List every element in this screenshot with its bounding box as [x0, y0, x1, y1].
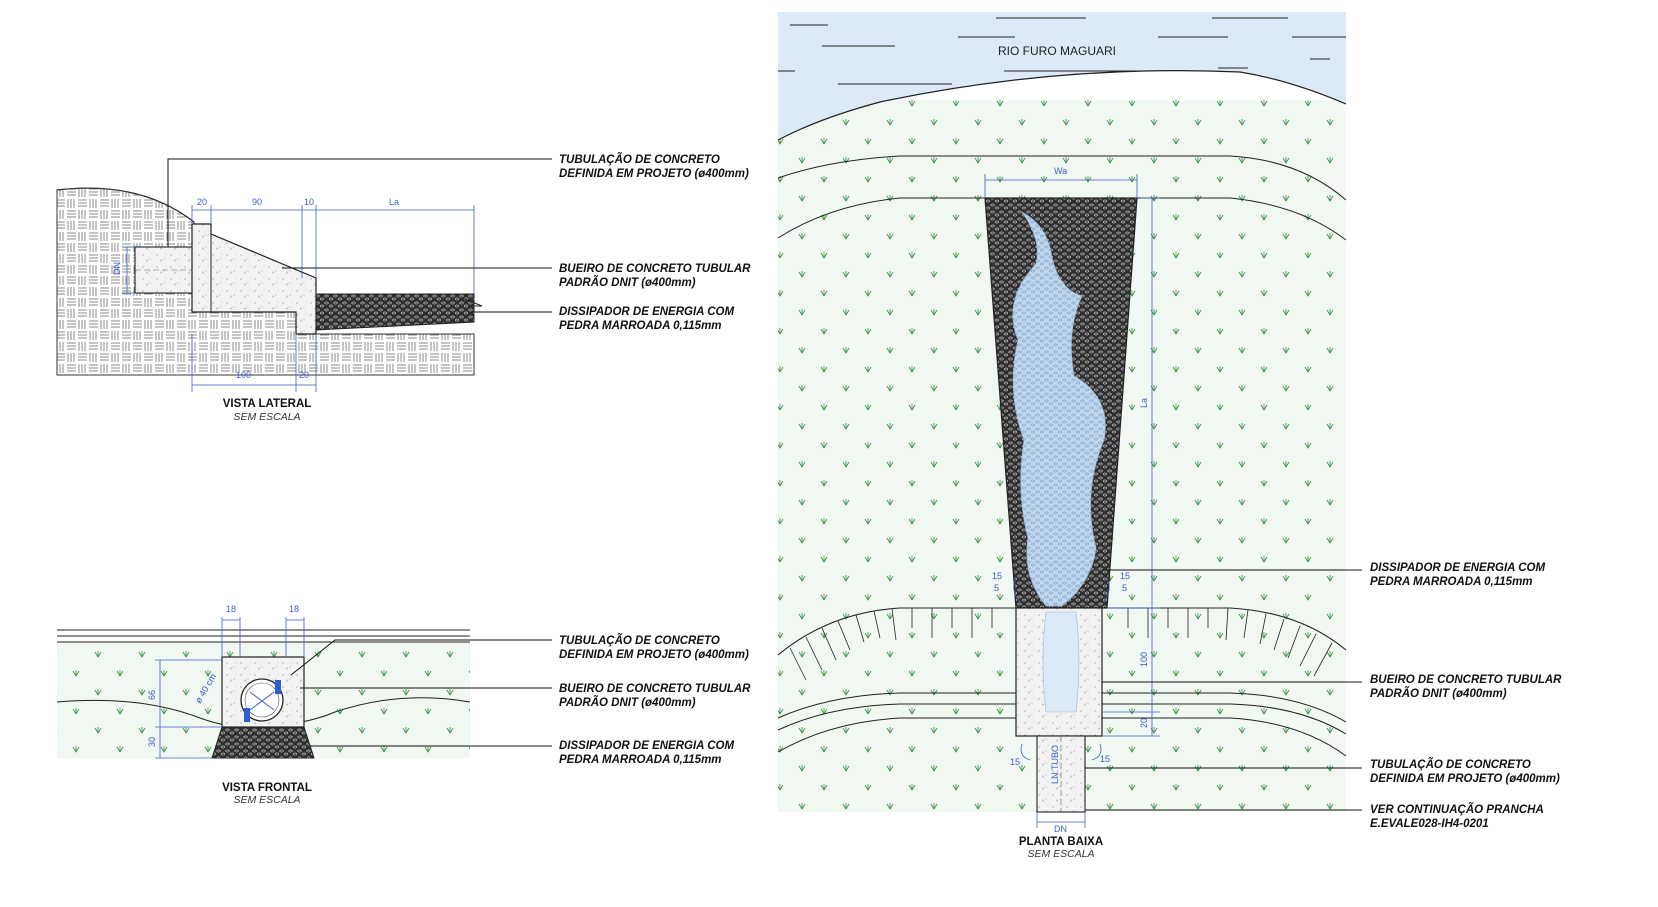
plan-dim-wa: Wa [1054, 166, 1067, 176]
side-dimensions: 20 90 10 La DN 100 20 [112, 197, 475, 392]
front-label-dissipator-line1: DISSIPADOR DE ENERGIA COM [559, 740, 734, 752]
side-dim-20-bottom: 20 [299, 370, 309, 380]
side-stone-dissipator [315, 293, 475, 331]
plan-dim-5-left: 5 [994, 583, 999, 593]
plan-dim-15-pipe-right: 15 [1100, 754, 1110, 764]
side-dim-100: 100 [236, 370, 251, 380]
side-label-culvert-line2: PADRÃO DNIT (ø400mm) [559, 276, 696, 289]
plan-label-continuation-line2: E.EVALE028-IH4-0201 [1370, 818, 1489, 830]
front-label-dissipator-line2: PEDRA MARROADA 0,115mm [559, 754, 722, 766]
side-label-dissipator-line2: PEDRA MARROADA 0,115mm [559, 320, 722, 332]
front-view: 18 18 66 ø 40 cm 30 TUBULAÇÃO DE CONCRET… [56, 604, 751, 806]
bank-hachures [789, 607, 1333, 681]
front-view-subtitle: SEM ESCALA [233, 794, 300, 806]
plan-label-culvert-line2: PADRÃO DNIT (ø400mm) [1370, 687, 1507, 700]
side-view: 20 90 10 La DN 100 20 TUBULAÇÃO DE CONCR… [56, 153, 751, 423]
plan-label-culvert-line1: BUEIRO DE CONCRETO TUBULAR [1370, 674, 1562, 686]
plan-dim-20: 20 [1139, 718, 1149, 728]
front-dim-18-right: 18 [289, 604, 299, 614]
side-view-title: VISTA LATERAL [223, 398, 312, 410]
side-label-pipe-line2: DEFINIDA EM PROJETO (ø400mm) [559, 168, 749, 180]
front-dim-66: 66 [147, 690, 157, 700]
side-dim-10: 10 [304, 197, 314, 207]
side-dim-dn: DN [112, 262, 122, 275]
plan-label-dissipator-line1: DISSIPADOR DE ENERGIA COM [1370, 562, 1545, 574]
front-label-culvert-line1: BUEIRO DE CONCRETO TUBULAR [559, 683, 751, 695]
plan-dim-la: La [1139, 398, 1149, 408]
plan-dim-15-right: 15 [1120, 571, 1130, 581]
front-label-pipe-line1: TUBULAÇÃO DE CONCRETO [559, 634, 720, 647]
front-label-pipe-line2: DEFINIDA EM PROJETO (ø400mm) [559, 649, 749, 661]
side-dim-90: 90 [252, 197, 262, 207]
plan-dim-15-pipe-left: 15 [1010, 757, 1020, 767]
river-water [778, 12, 1346, 140]
plan-label-pipe-line1: TUBULAÇÃO DE CONCRETO [1370, 758, 1531, 771]
plan-label-pipe-line2: DEFINIDA EM PROJETO (ø400mm) [1370, 773, 1560, 785]
side-view-subtitle: SEM ESCALA [233, 411, 300, 423]
plan-dim-dn: DN [1054, 824, 1067, 834]
plan-dimensions: Wa La 15 5 15 5 100 20 15 15 LN.TUBO DN [984, 166, 1160, 834]
plan-dim-ln-tubo: LN.TUBO [1050, 745, 1060, 784]
plan-label-dissipator-line2: PEDRA MARROADA 0,115mm [1370, 576, 1533, 588]
side-label-dissipator-line1: DISSIPADOR DE ENERGIA COM [559, 306, 734, 318]
side-label-culvert-line1: BUEIRO DE CONCRETO TUBULAR [559, 263, 751, 275]
side-dim-la: La [389, 197, 399, 207]
side-dim-20-top: 20 [197, 197, 207, 207]
plan-dim-100: 100 [1139, 652, 1149, 667]
plan-view-subtitle: SEM ESCALA [1027, 848, 1094, 860]
plan-view: Wa La 15 5 15 5 100 20 15 15 LN.TUBO DN … [777, 12, 1562, 860]
river-name: RIO FURO MAGUARI [998, 44, 1116, 58]
front-dim-30: 30 [147, 737, 157, 747]
plan-water-flow [1012, 211, 1106, 607]
front-view-title: VISTA FRONTAL [222, 782, 312, 794]
front-pipe-opening [240, 678, 284, 722]
front-dim-18-left: 18 [226, 604, 236, 614]
front-label-culvert-line2: PADRÃO DNIT (ø400mm) [559, 696, 696, 709]
plan-dim-15-left: 15 [992, 571, 1002, 581]
plan-view-title: PLANTA BAIXA [1019, 836, 1103, 848]
plan-dim-5-right: 5 [1122, 583, 1127, 593]
river-wave-lines [778, 17, 1346, 85]
plan-label-continuation-line1: VER CONTINUAÇÃO PRANCHA [1370, 803, 1544, 816]
side-label-pipe-line1: TUBULAÇÃO DE CONCRETO [559, 153, 720, 166]
front-stone-bed [211, 726, 315, 759]
